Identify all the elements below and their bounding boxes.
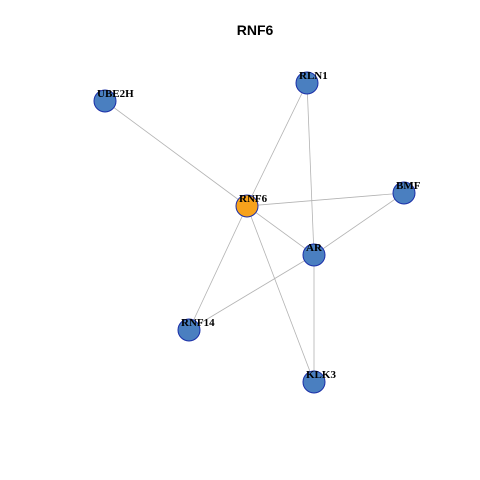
- node-circle-ar: [302, 243, 326, 267]
- edge-rnf6-bmf: [246, 192, 405, 207]
- edge-rnf6-rln1: [246, 82, 308, 207]
- node-circle-rnf14: [177, 318, 201, 342]
- edge-bmf-ar: [313, 192, 405, 256]
- node-label-ube2h: UBE2H: [97, 88, 134, 100]
- graph-title: RNF6: [237, 22, 274, 38]
- node-ar: AR: [302, 242, 326, 267]
- node-circle-klk3: [302, 370, 326, 394]
- edge-rnf6-ube2h: [104, 100, 248, 207]
- node-circle-rnf6: [235, 194, 259, 218]
- node-label-rnf14: RNF14: [181, 317, 215, 329]
- node-bmf: BMF: [392, 180, 421, 205]
- node-label-rnf6: RNF6: [239, 193, 268, 205]
- node-label-ar: AR: [306, 242, 323, 254]
- edge-layer: [104, 82, 405, 383]
- node-circle-ube2h: [93, 89, 117, 113]
- node-ube2h: UBE2H: [93, 88, 134, 113]
- node-label-bmf: BMF: [396, 180, 421, 192]
- edge-ar-rnf14: [188, 254, 315, 331]
- edge-rnf6-ar: [246, 205, 315, 256]
- node-circle-rln1: [295, 71, 319, 95]
- node-rnf14: RNF14: [177, 317, 215, 342]
- node-klk3: KLK3: [302, 369, 336, 394]
- node-rln1: RLN1: [295, 70, 328, 95]
- node-label-klk3: KLK3: [306, 369, 336, 381]
- edge-rnf6-klk3: [246, 205, 315, 383]
- edge-rnf6-rnf14: [188, 205, 248, 331]
- node-circle-bmf: [392, 181, 416, 205]
- node-rnf6: RNF6: [235, 193, 268, 218]
- edge-rln1-ar: [306, 82, 315, 256]
- node-label-rln1: RLN1: [299, 70, 328, 82]
